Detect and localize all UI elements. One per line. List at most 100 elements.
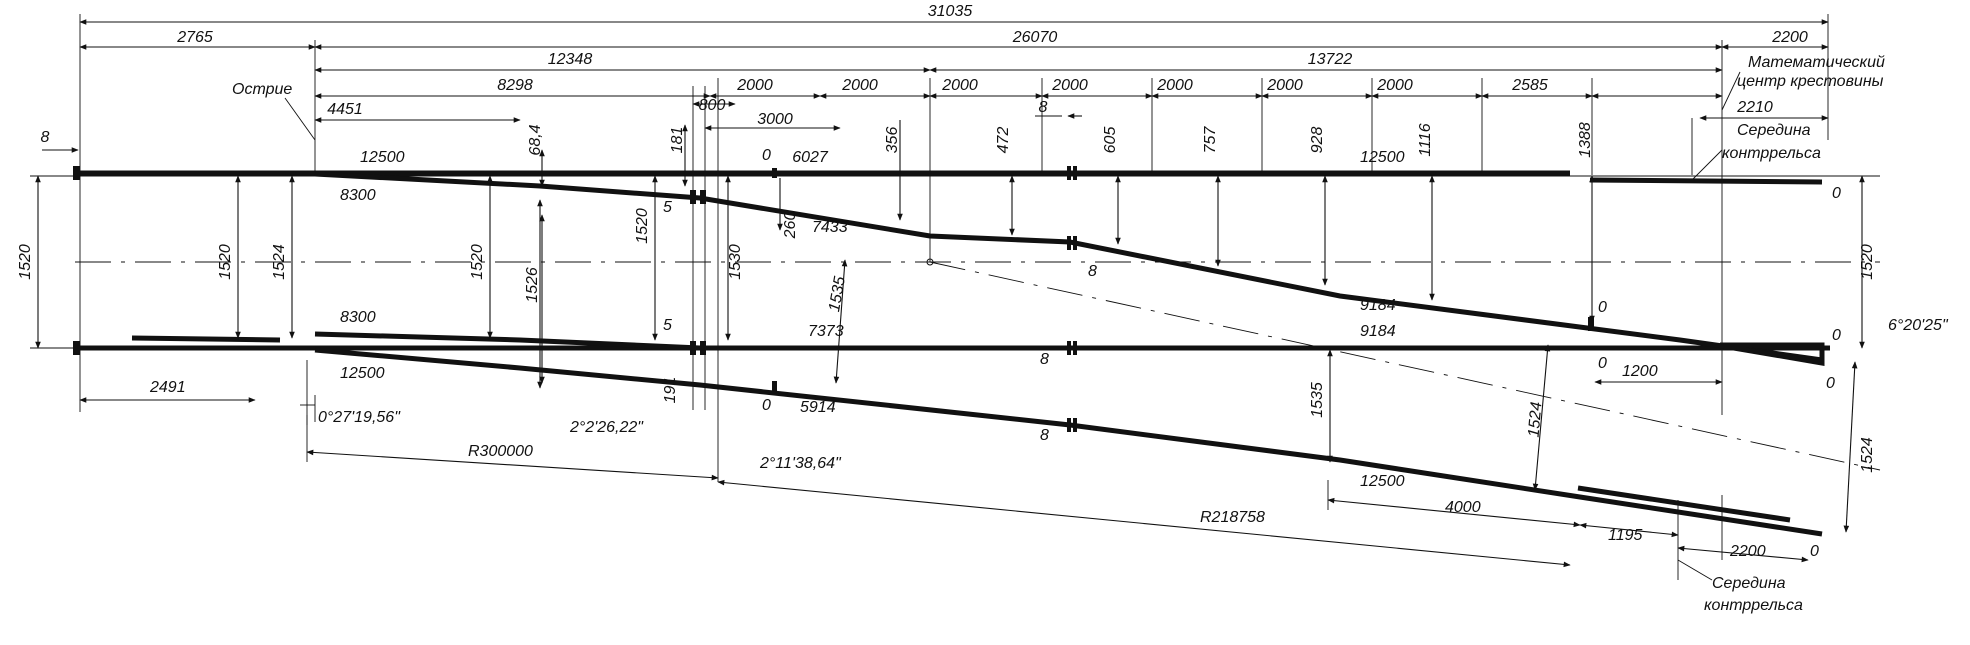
rail-lower-left-guard <box>131 335 281 343</box>
val-0-a: 0 <box>762 147 771 164</box>
len-9184-b: 9184 <box>1360 323 1396 340</box>
dimension-chains-top <box>42 19 1829 153</box>
label-math-center-1: Математический <box>1748 54 1885 71</box>
val-1520-left: 1520 <box>17 244 34 280</box>
angle-a3: 2°11'38,64" <box>759 455 842 472</box>
gap-8-lower-a: 8 <box>1040 351 1049 368</box>
ord-1116: 1116 <box>1417 123 1434 156</box>
len-4000: 4000 <box>1445 499 1481 516</box>
dim-gap-top: 8 <box>1039 99 1048 116</box>
val-0-b: 0 <box>762 397 771 414</box>
ord-472: 472 <box>995 127 1012 154</box>
label-guard-mid-bottom-1: Середина <box>1712 575 1786 592</box>
rail-8300-a: 8300 <box>340 187 376 204</box>
dim-2000-7: 2000 <box>1376 77 1413 94</box>
ord-757: 757 <box>1202 126 1219 154</box>
rail-switch-curve-lower <box>314 331 701 351</box>
ordinate-dimensions <box>35 120 1865 533</box>
val-1524-a: 1524 <box>271 244 288 280</box>
dim-frog-offset: 2210 <box>1736 99 1773 116</box>
dim-2000-5: 2000 <box>1156 77 1193 94</box>
val-5-a: 5 <box>663 199 672 216</box>
dim-4451: 4451 <box>327 101 363 118</box>
len-7373: 7373 <box>808 323 844 340</box>
dim-2585: 2585 <box>1511 77 1548 94</box>
rail-12500-a: 12500 <box>360 149 405 166</box>
dim-2000-1: 2000 <box>736 77 773 94</box>
angle-a1: 0°27'19,56" <box>318 409 401 426</box>
val-1530: 1530 <box>727 244 744 280</box>
dim-3000: 3000 <box>757 111 793 128</box>
val-1526: 1526 <box>524 267 541 303</box>
angle-a2: 2°2'26,22" <box>569 419 644 436</box>
val-684: 68,4 <box>527 124 544 155</box>
rail-8300-b: 8300 <box>340 309 376 326</box>
ord-1388: 1388 <box>1577 122 1594 158</box>
dim-to-switch: 8298 <box>497 77 533 94</box>
val-1535-a: 1535 <box>826 275 849 313</box>
val-1520-a: 1520 <box>217 244 234 280</box>
val-0-e: 0 <box>1832 185 1841 202</box>
dim-2000-2: 2000 <box>841 77 878 94</box>
ord-181: 181 <box>669 127 686 154</box>
rail-straight-upper-guard <box>1589 177 1823 185</box>
label-guard-mid-bottom-2: контррельса <box>1704 597 1803 614</box>
dim-front-part: 12348 <box>548 51 593 68</box>
len-1200: 1200 <box>1622 363 1658 380</box>
val-0-h: 0 <box>1810 543 1819 560</box>
val-1524-c: 1524 <box>1859 437 1876 473</box>
radius-r2: R218758 <box>1200 509 1265 526</box>
radius-r1: R300000 <box>468 443 533 460</box>
val-260: 260 <box>782 212 799 240</box>
val-0-f: 0 <box>1832 327 1841 344</box>
len-2491: 2491 <box>149 379 186 396</box>
rails <box>73 166 1830 537</box>
val-181-alt: 191 <box>662 377 679 404</box>
rail-diverging-guard <box>1577 485 1791 523</box>
ord-356: 356 <box>884 127 901 154</box>
angle-frog: 6°20'25" <box>1888 317 1949 334</box>
rail-switch-curve-upper <box>314 171 1823 363</box>
rail-diverging-lower <box>314 347 1823 537</box>
label-point: Острие <box>232 81 292 98</box>
dim-2000-6: 2000 <box>1266 77 1303 94</box>
val-1524-b: 1524 <box>1525 401 1545 438</box>
label-guard-mid-top-2: контррельса <box>1722 145 1821 162</box>
len-2200: 2200 <box>1729 543 1766 560</box>
val-1535-b: 1535 <box>1309 382 1326 418</box>
val-0-g: 0 <box>1826 375 1835 392</box>
dim-left-overhang: 2765 <box>176 29 213 46</box>
dim-2000-4: 2000 <box>1051 77 1088 94</box>
len-1195: 1195 <box>1608 527 1643 544</box>
rail-frog <box>1720 342 1825 366</box>
val-0-d: 0 <box>1598 355 1607 372</box>
rail-12500-d: 12500 <box>1360 473 1405 490</box>
label-math-center-2: центр крестовины <box>1737 73 1884 90</box>
val-5-b: 5 <box>663 317 672 334</box>
axes <box>30 175 1881 471</box>
rail-12500-b: 12500 <box>1360 149 1405 166</box>
dim-2000-3: 2000 <box>941 77 978 94</box>
rail-12500-c: 12500 <box>340 365 385 382</box>
gap-8-lower-b: 8 <box>1040 427 1049 444</box>
len-7433: 7433 <box>812 219 848 236</box>
ordinate-texts: 181 356 472 605 757 928 1116 1388 68,4 1… <box>17 122 1876 473</box>
dimension-texts-bottom: 2491 0°27'19,56" 2°2'26,22" 2°11'38,64" … <box>149 317 1949 560</box>
dim-total: 31035 <box>928 3 973 20</box>
dim-right-overhang: 2200 <box>1771 29 1808 46</box>
dimension-texts-top: 31035 2765 26070 2200 12348 13722 8298 2… <box>41 3 1808 166</box>
plan-texts: 12500 8300 12500 8300 12500 12500 5 5 0 … <box>340 147 1841 560</box>
ord-928: 928 <box>1309 127 1326 154</box>
ord-605: 605 <box>1102 127 1119 154</box>
val-1520-b: 1520 <box>469 244 486 280</box>
dim-gap-left: 8 <box>41 129 50 146</box>
dim-main: 26070 <box>1012 29 1058 46</box>
len-5914: 5914 <box>800 399 836 416</box>
gap-8-mid: 8 <box>1088 263 1097 280</box>
dim-800: 800 <box>699 97 726 114</box>
dim-rear-part: 13722 <box>1308 51 1353 68</box>
dimension-chains-bottom <box>79 379 1809 568</box>
val-1520-right: 1520 <box>1859 244 1876 280</box>
